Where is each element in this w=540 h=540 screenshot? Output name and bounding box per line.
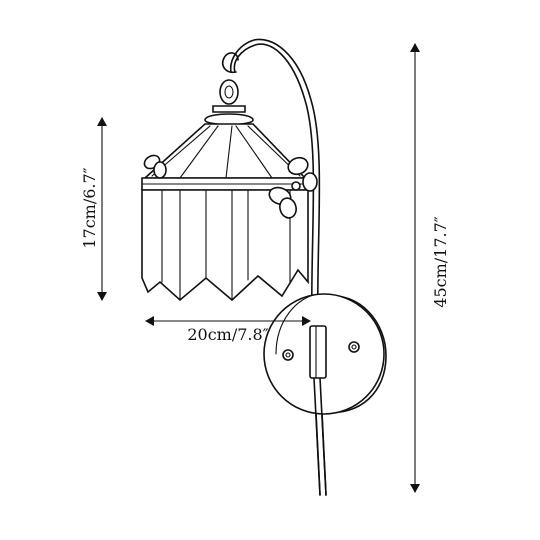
lamp-shade-top — [142, 123, 307, 179]
flower-left — [143, 154, 167, 179]
lamp-arm-inner — [229, 38, 327, 496]
dimension-shade-height-label: 17cm/6.7″ — [80, 167, 99, 248]
dimension-shade-width: 20cm/7.8″ — [145, 316, 311, 344]
lamp-arm — [233, 43, 321, 496]
dimension-shade-width-label: 20cm/7.8″ — [187, 325, 268, 344]
lamp-ring — [219, 79, 239, 105]
lamp-hook — [221, 52, 239, 74]
lamp-illustration — [141, 38, 387, 496]
screw-right — [348, 341, 360, 353]
dimension-overall-height-label: 45cm/17.7″ — [431, 216, 450, 308]
dimension-overall-height: 45cm/17.7″ — [410, 43, 450, 493]
mount-bracket — [309, 325, 327, 379]
lamp-cap — [212, 105, 246, 113]
screw-left — [282, 349, 294, 361]
dimension-shade-height: 17cm/6.7″ — [80, 117, 107, 301]
flower-right — [268, 156, 318, 219]
